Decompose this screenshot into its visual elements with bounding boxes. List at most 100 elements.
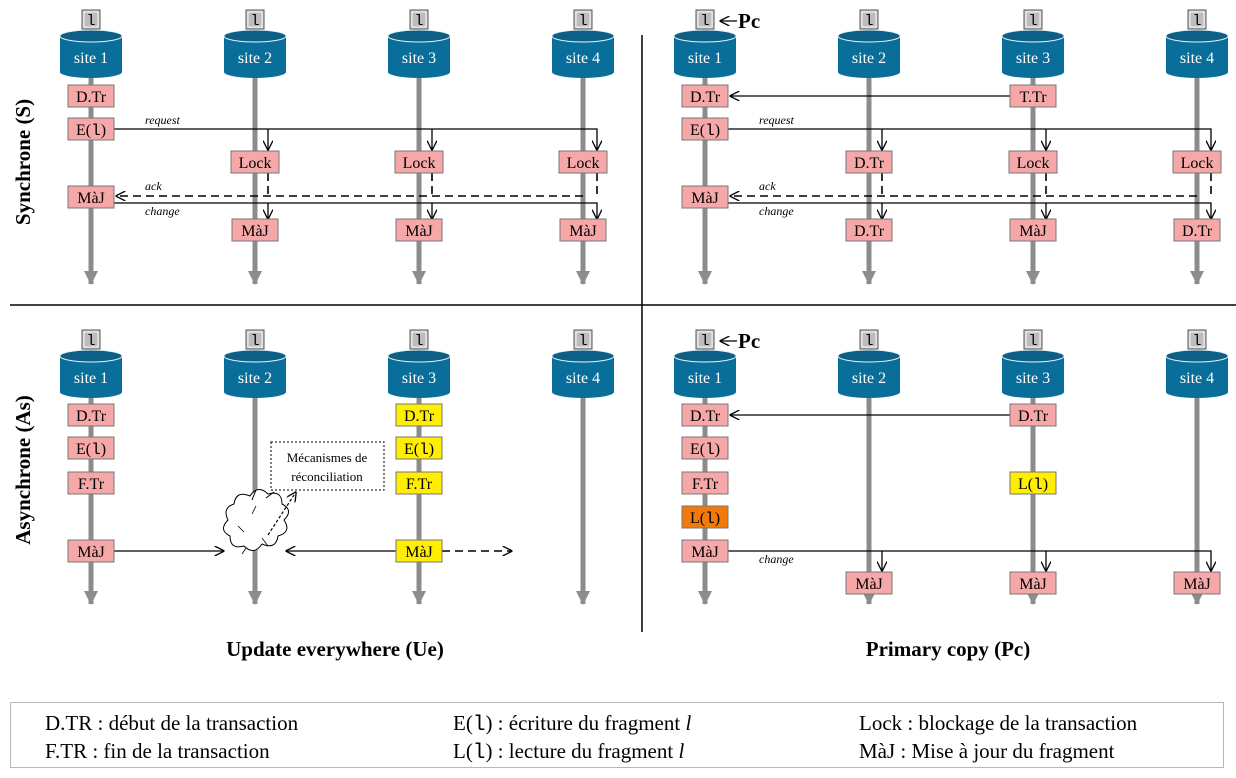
site-cylinder-top	[387, 349, 451, 363]
site-cylinder-bottom	[1002, 386, 1064, 398]
op-box-label: MàJ	[691, 544, 719, 561]
op-box-bg	[67, 539, 115, 563]
op-box-l: L(l)	[681, 505, 729, 529]
op-box-label: E(l)	[404, 441, 434, 459]
op-box-bg	[681, 185, 729, 209]
site-cylinder-bottom	[838, 386, 900, 398]
message-label-change: change	[759, 552, 794, 566]
op-box-f-tr: F.Tr	[681, 471, 729, 495]
legend-item-dtr: D.TR : début de la transaction	[45, 711, 298, 736]
fragment-badge-inner	[247, 11, 263, 28]
column-label-update-everywhere: Update everywhere (Ue)	[226, 637, 444, 661]
column-label-primary-copy: Primary copy (Pc)	[866, 637, 1030, 661]
conflict-cloud	[223, 489, 289, 551]
op-box-label: D.Tr	[404, 408, 435, 425]
fragment-badge-inner	[83, 331, 99, 348]
primary-marker-top: Pc	[738, 9, 760, 33]
op-box-label: MàJ	[691, 190, 719, 207]
message-label-ack: ack	[759, 179, 776, 193]
op-box-f-tr: F.Tr	[67, 471, 115, 495]
site-label: site 2	[238, 50, 272, 67]
op-box-bg	[67, 403, 115, 427]
op-box-bg	[681, 84, 729, 108]
legend-description: : blockage de la transaction	[902, 711, 1138, 735]
fragment-badge-inner	[83, 11, 99, 28]
op-box-bg	[681, 117, 729, 141]
fragment-badge-label: l	[414, 333, 423, 350]
fragment-badge-inner	[1189, 11, 1205, 28]
op-box-bg	[681, 471, 729, 495]
op-box-label: MàJ	[77, 190, 105, 207]
legend-fragment-code: l	[472, 742, 486, 765]
op-box-label: F.Tr	[406, 476, 433, 493]
op-box-e: E(l)	[681, 436, 729, 460]
site-cylinder-bottom	[552, 66, 614, 78]
reconciliation-note-line1: Mécanismes de	[287, 450, 368, 465]
op-box-label: Lock	[1017, 155, 1050, 172]
site-cylinder-bottom	[1166, 386, 1228, 398]
op-box-bg	[559, 218, 607, 242]
op-box-label: MàJ	[855, 576, 883, 593]
request-arrow	[114, 128, 597, 150]
legend-item-lock: Lock : blockage de la transaction	[859, 711, 1137, 736]
op-box-label: MàJ	[1019, 223, 1047, 240]
site-cylinder-top	[673, 29, 737, 43]
site-label: site 1	[688, 370, 722, 387]
op-box-maj: MàJ	[231, 218, 279, 242]
op-box-d-tr: D.Tr	[845, 150, 893, 174]
op-box-label: MàJ	[405, 544, 433, 561]
site-cylinder-top	[1165, 29, 1229, 43]
op-box-label: Lock	[1181, 155, 1214, 172]
op-box-bg	[681, 505, 729, 529]
legend-item-maj: MàJ : Mise à jour du fragment	[859, 739, 1114, 764]
reconciliation-callout: Mécanismes de réconciliation	[223, 441, 385, 555]
site-cylinder-bottom	[388, 386, 450, 398]
site-cylinder-bottom	[1002, 66, 1064, 78]
site-label: site 1	[688, 50, 722, 67]
op-box-bg	[230, 150, 280, 174]
site-cylinder-bottom	[674, 66, 736, 78]
op-box-bg	[394, 150, 444, 174]
fragment-badge-label: l	[86, 333, 95, 350]
site-cylinder-top	[59, 349, 123, 363]
op-box-label: T.Tr	[1019, 89, 1047, 106]
fragment-badge-inner	[697, 11, 713, 28]
op-box-bg	[681, 539, 729, 563]
legend-fragment-var: l	[678, 739, 685, 763]
op-box-label: D.Tr	[1182, 223, 1213, 240]
op-box-d-tr: D.Tr	[395, 403, 443, 427]
op-box-maj: MàJ	[845, 571, 893, 595]
fragment-badge-label: l	[864, 13, 873, 30]
site-cylinder-top	[837, 349, 901, 363]
legend-description: : début de la transaction	[92, 711, 299, 735]
fragment-badge-inner	[697, 331, 713, 348]
op-box-bg	[395, 436, 443, 460]
op-box-bg	[1009, 84, 1057, 108]
fragment-badge-label: l	[1028, 13, 1037, 30]
op-box-bg	[845, 218, 893, 242]
site-cylinder-bottom	[224, 66, 286, 78]
op-box-label: L(l)	[1018, 476, 1048, 494]
site-label: site 4	[1180, 370, 1214, 387]
op-box-e: E(l)	[67, 117, 115, 141]
op-box-label: MàJ	[1183, 576, 1211, 593]
op-box-bg	[1173, 218, 1221, 242]
site-cylinder-bottom	[674, 386, 736, 398]
fragment-badge-inner	[861, 11, 877, 28]
op-box-label: D.Tr	[854, 223, 885, 240]
fragment-badge-inner	[1189, 331, 1205, 348]
site-cylinder-bottom	[60, 386, 122, 398]
op-box-lock: Lock	[394, 150, 444, 174]
op-box-e: E(l)	[681, 117, 729, 141]
site-cylinder-bottom	[388, 66, 450, 78]
reconciliation-note-box	[270, 441, 385, 491]
primary-marker-bottom: Pc	[738, 329, 760, 353]
op-box-label: D.Tr	[854, 155, 885, 172]
op-box-bg	[395, 471, 443, 495]
site-label: site 1	[74, 50, 108, 67]
site-cylinder-top	[1165, 349, 1229, 363]
op-box-bg	[67, 436, 115, 460]
change-arrow	[728, 550, 1211, 571]
